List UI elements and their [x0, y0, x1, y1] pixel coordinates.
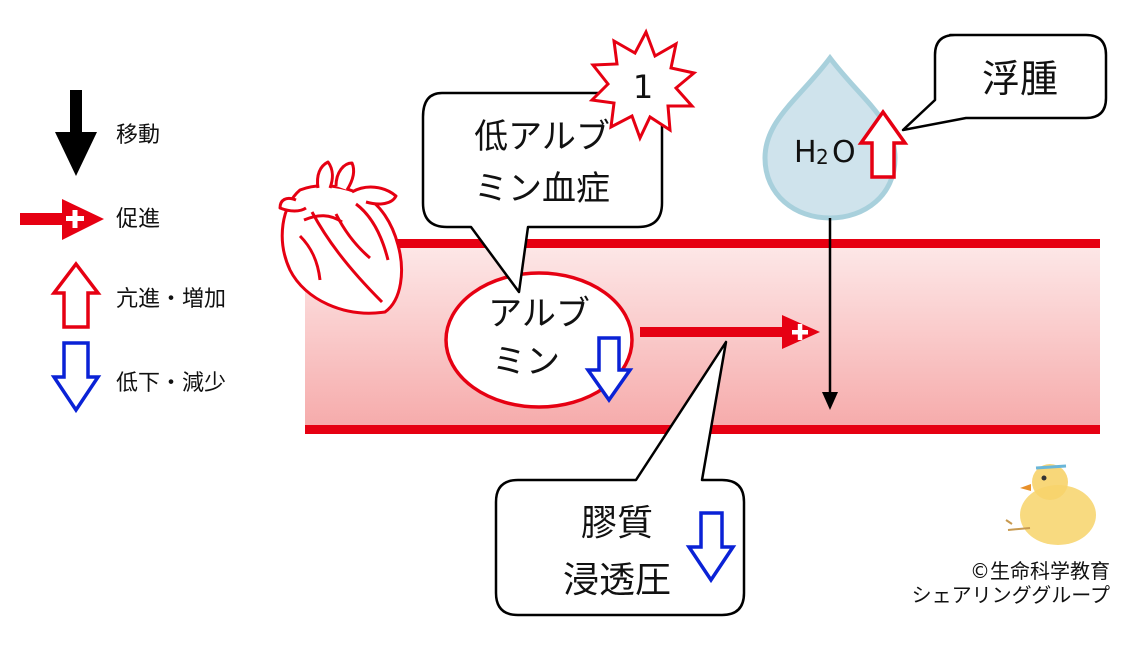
callout-edema-label: 浮腫 [982, 57, 1058, 101]
callout-edema: 浮腫 [901, 33, 1108, 132]
credit: ©生命科学教育 シェアリンググループ [912, 559, 1110, 607]
albumin-text-line1: アルブ [488, 294, 590, 334]
increase-arrow-icon [50, 261, 102, 329]
callout-pressure-line1: 膠質 [581, 503, 653, 544]
legend-increase-label: 亢進・増加 [116, 287, 226, 312]
water-drop: H 2 O [762, 53, 909, 221]
move-arrow-icon [55, 90, 97, 176]
water-o: O [832, 135, 856, 170]
badge-number: 1 [633, 68, 653, 106]
callout-pressure-line2: 浸透圧 [563, 560, 671, 601]
water-move-arrow-icon [822, 218, 838, 410]
chick-mascot-icon [1005, 464, 1096, 545]
water-increase-arrow-icon [857, 108, 909, 179]
legend: 移動 促進 亢進・増加 低下・減少 [20, 90, 226, 414]
number-badge-starburst: 1 [588, 28, 698, 142]
heart-icon [278, 160, 404, 315]
water-subscript: 2 [816, 145, 829, 169]
albumin-cell: アルブ ミン [444, 271, 634, 409]
credit-line2: シェアリンググループ [912, 583, 1110, 607]
callout-hypoalbuminemia-line2: ミン血症 [474, 169, 610, 209]
albumin-text-line2: ミン [492, 342, 560, 382]
vessel-promote-arrow-icon [640, 315, 820, 349]
pressure-decrease-arrow-icon [685, 511, 737, 584]
legend-promote-label: 促進 [116, 207, 160, 232]
callout-hypoalbuminemia-line1: 低アルブ [474, 117, 610, 157]
legend-decrease-label: 低下・減少 [116, 371, 226, 396]
callout-oncotic-pressure: 膠質 浸透圧 [494, 340, 746, 617]
albumin-decrease-arrow-icon [584, 336, 634, 404]
legend-move-label: 移動 [116, 123, 160, 148]
decrease-arrow-icon [50, 341, 102, 414]
credit-line1: ©生命科学教育 [970, 559, 1110, 583]
water-h: H [794, 135, 817, 170]
promote-arrow-icon [20, 199, 104, 240]
